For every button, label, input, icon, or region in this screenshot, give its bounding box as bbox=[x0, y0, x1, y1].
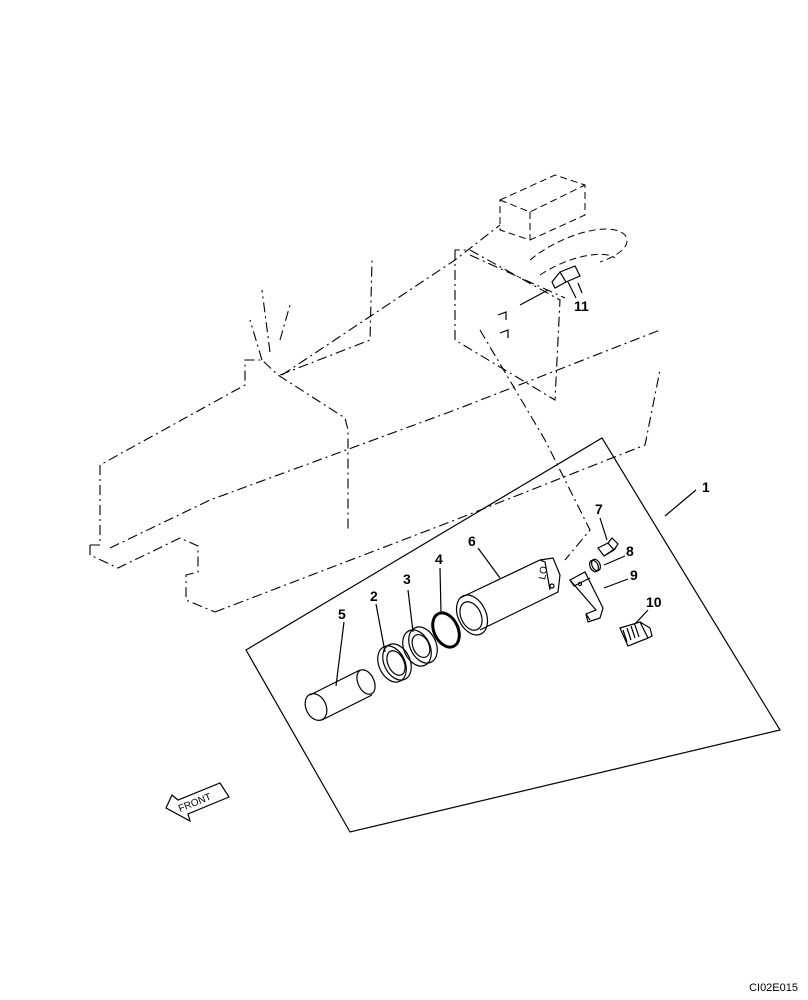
assembly-leader bbox=[479, 329, 591, 561]
callout-1: 1 bbox=[702, 479, 710, 495]
collar-ring-icon bbox=[402, 626, 438, 667]
bolt-7-icon bbox=[597, 537, 619, 557]
svg-text:LO: LO bbox=[537, 565, 550, 580]
callout-8: 8 bbox=[626, 543, 634, 559]
washer-icon bbox=[588, 558, 602, 573]
callout-4: 4 bbox=[435, 551, 443, 567]
leader-lines bbox=[335, 281, 697, 687]
mounting-bracket-outline bbox=[454, 249, 566, 401]
reference-code: CI02E015 bbox=[749, 982, 798, 994]
machine-frame-outline bbox=[89, 224, 661, 613]
clip-bracket-icon bbox=[569, 571, 604, 623]
callout-6: 6 bbox=[468, 533, 476, 549]
grease-fitting-icon bbox=[619, 621, 653, 647]
callout-9: 9 bbox=[630, 567, 638, 583]
sleeve-icon: LO bbox=[455, 557, 561, 636]
pin-icon bbox=[304, 669, 376, 721]
assembly-box bbox=[245, 437, 781, 833]
bolt-11-icon bbox=[519, 265, 583, 306]
pipe-outline bbox=[529, 228, 628, 276]
callout-3: 3 bbox=[403, 571, 411, 587]
o-ring-icon bbox=[431, 611, 461, 649]
callout-10: 10 bbox=[646, 594, 662, 610]
bracket-holes bbox=[497, 311, 509, 338]
callout-7: 7 bbox=[595, 501, 603, 517]
front-arrow-icon: FRONT bbox=[165, 782, 230, 823]
tank-outline bbox=[499, 174, 586, 241]
callout-11: 11 bbox=[574, 298, 589, 314]
callout-5: 5 bbox=[338, 606, 346, 622]
callout-2: 2 bbox=[370, 588, 378, 604]
